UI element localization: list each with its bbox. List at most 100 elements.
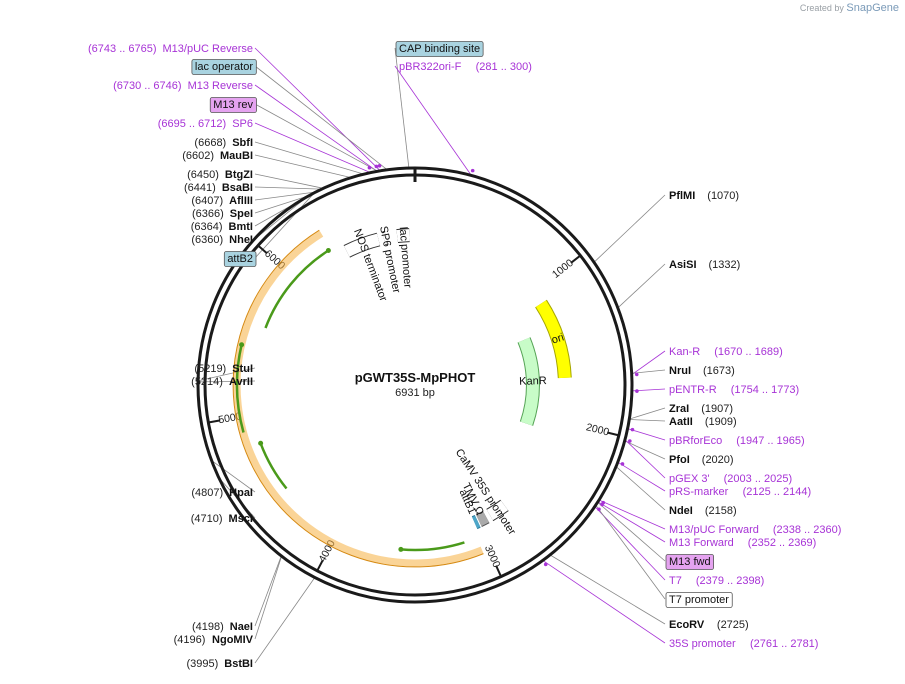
site-label-StuI: StuI(5219) (194, 363, 253, 375)
tick-mark-5000 (208, 419, 221, 424)
primer-range: (2761 .. 2781) (750, 638, 819, 650)
site-label-BmtI: BmtI(6364) (191, 221, 253, 233)
leader-line-NaeI (254, 555, 282, 627)
box-label-text: lac operator (195, 61, 253, 73)
primer-range: (6743 .. 6765) (88, 43, 157, 55)
primer-site-mark (628, 439, 632, 443)
box-label-text: CAP binding site (399, 43, 480, 55)
leader-line-PflMI (593, 194, 666, 263)
leader-line-ZraI (629, 407, 666, 420)
primer-site-mark (374, 164, 379, 169)
leader-line-SP6 (254, 122, 371, 173)
feature-label-ori: ori (550, 331, 565, 346)
enzyme-name: MauBI (220, 150, 253, 162)
enzyme-position: (2725) (717, 619, 749, 631)
primer-name: 35S promoter (669, 638, 736, 650)
leader-line-Kan-R (631, 350, 666, 375)
site-label-AvrII: AvrII (5214) (191, 376, 253, 388)
enzyme-position: (4196) (174, 634, 206, 646)
plasmid-size: 6931 bp (395, 387, 435, 399)
enzyme-position: (6441) (184, 182, 216, 194)
box-label-text: M13 fwd (669, 556, 711, 568)
box-label-bg (223, 251, 257, 267)
leader-line-EcoRV (549, 554, 666, 625)
primer-range: (2003 .. 2025) (724, 473, 793, 485)
site-label-BtgZI: BtgZI(6450) (187, 169, 253, 181)
enzyme-name: BtgZI (225, 169, 253, 181)
primer-name: pBRforEco (669, 435, 722, 447)
enzyme-position: (1673) (703, 365, 735, 377)
site-label-pBRforEco: pBRforEco(1947 .. 1965) (669, 435, 805, 447)
primer-site-mark (470, 168, 475, 173)
leader-line-35S-promoter (542, 560, 666, 644)
primer-name: M13 Reverse (188, 80, 253, 92)
primer-name: M13/pUC Reverse (163, 43, 253, 55)
primer-range: (1754 .. 1773) (731, 384, 800, 396)
orf-segment-arrow (235, 344, 245, 433)
enzyme-position: (2020) (702, 454, 734, 466)
primer-range: (2352 .. 2369) (748, 537, 817, 549)
enzyme-name: AvrII (229, 376, 253, 388)
box-label-bg (665, 592, 733, 608)
feature-TMV-omega (476, 511, 490, 527)
site-label-T7-promoter: T7 promoter (665, 592, 733, 608)
site-label-M13-rev: M13 rev (209, 97, 257, 113)
site-label-pRS-marker: pRS-marker(2125 .. 2144) (669, 486, 811, 498)
leader-line-pGEX-3 (624, 439, 666, 479)
orf-segment-arrow (400, 541, 465, 552)
enzyme-position: (6668) (194, 137, 226, 149)
leader-line-CAP-binding-site (394, 47, 410, 169)
tick-mark-6000 (257, 244, 268, 255)
enzyme-name: ZraI (669, 403, 689, 415)
orf-arrowhead (325, 247, 331, 253)
enzyme-name: HpaI (229, 487, 253, 499)
box-label-bg (665, 554, 714, 570)
label-leader-lines (197, 47, 666, 664)
enzyme-position: (5214) (191, 376, 223, 388)
enzyme-position: (2158) (705, 505, 737, 517)
primer-site-mark (597, 507, 601, 512)
primer-site-mark (634, 372, 639, 377)
primer-range: (1670 .. 1689) (714, 346, 783, 358)
site-label-T7: T7(2379 .. 2398) (669, 575, 764, 587)
leader-line-BtgZI (254, 173, 324, 189)
feature-CaMV-35S-promoter (486, 500, 509, 521)
enzyme-name: EcoRV (669, 619, 705, 631)
primer-name: pBR322ori-F (399, 61, 462, 73)
enzyme-name: AflIII (229, 195, 253, 207)
site-label-Kan-R: Kan-R(1670 .. 1689) (669, 346, 783, 358)
tick-label: 1000 (550, 257, 576, 281)
site-label-MauBI: MauBI(6602) (182, 150, 253, 162)
plasmid-name: pGWT35S-MpPHOT (355, 370, 476, 385)
site-label-NaeI: NaeI(4198) (192, 621, 253, 633)
feature-NOS-terminator (344, 233, 381, 257)
primer-site-mark (635, 389, 639, 393)
orf-arrowhead (239, 342, 245, 348)
site-label-SpeI: SpeI(6366) (192, 208, 253, 220)
primer-site-mark (600, 502, 604, 507)
leader-line-M13-pUC-Reverse (254, 47, 381, 172)
leader-line-SpeI (254, 195, 309, 214)
snapgene-brand: SnapGene (846, 2, 899, 14)
enzyme-name: NruI (669, 365, 691, 377)
tick-label: 3000 (482, 543, 503, 569)
site-label-AatII: AatII(1909) (669, 416, 737, 428)
orf-segment-arrow (264, 249, 330, 329)
leader-line-NdeI (615, 466, 666, 511)
site-label-BsaBI: BsaBI(6441) (184, 182, 253, 194)
site-label-AsiSI: AsiSI(1332) (669, 259, 740, 271)
leader-line-BstBI (254, 577, 316, 664)
leader-line-StuI (197, 367, 256, 382)
enzyme-position: (1907) (701, 403, 733, 415)
leader-line-HpaI (211, 460, 256, 493)
feature-ori (535, 300, 571, 379)
box-label-text: M13 rev (213, 99, 253, 111)
leader-line-AvrII (197, 380, 256, 383)
enzyme-name: NaeI (230, 621, 253, 633)
leader-line-AflIII (254, 191, 316, 201)
site-label-PfoI: PfoI(2020) (669, 454, 734, 466)
primer-site-mark (543, 562, 548, 567)
site-label-CAP-binding-site: CAP binding site (395, 41, 484, 57)
